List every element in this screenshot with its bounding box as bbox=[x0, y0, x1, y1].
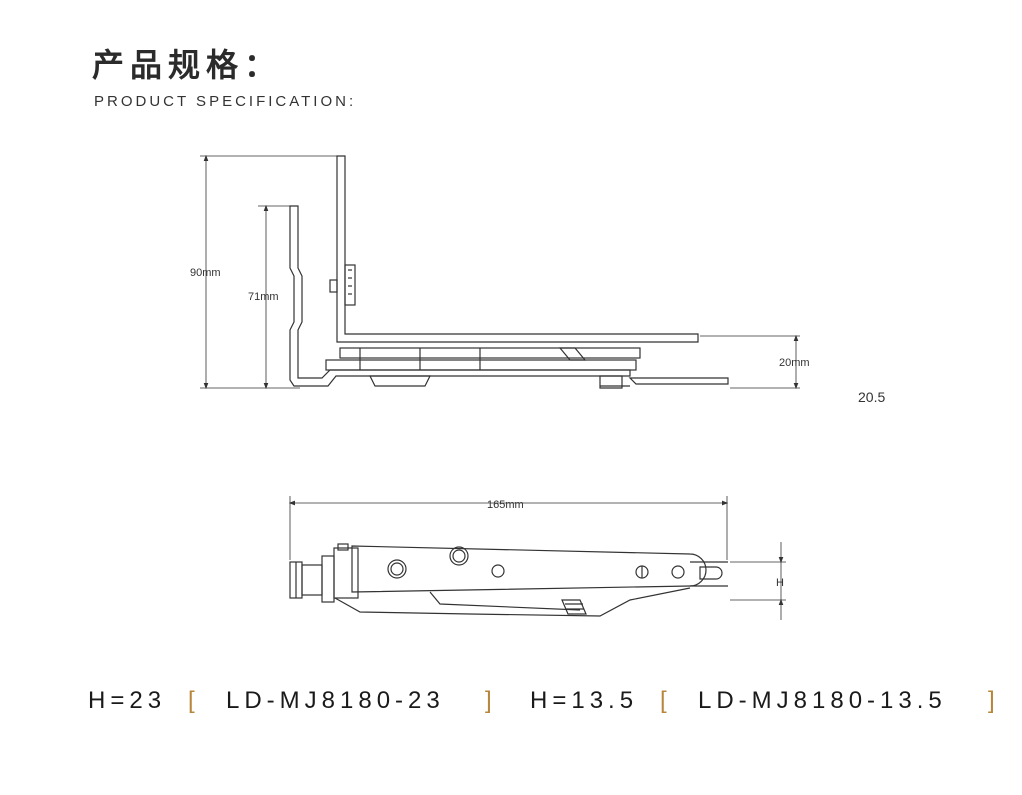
model-2-h-label: H=13.5 bbox=[530, 687, 639, 714]
side-view-drawing bbox=[200, 154, 800, 390]
page-subtitle: PRODUCT SPECIFICATION: bbox=[94, 93, 357, 110]
dim-h-label: H bbox=[776, 577, 784, 589]
model-2-close-bracket: ] bbox=[988, 687, 1000, 714]
model-1-h-label: H=23 bbox=[88, 687, 167, 714]
model-1-close-bracket: ] bbox=[485, 687, 497, 714]
page-title: 产品规格： bbox=[92, 46, 283, 84]
model-2-code: LD-MJ8180-13.5 bbox=[698, 687, 947, 714]
model-list: H=23 [ LD-MJ8180-23 ] H=13.5 [ LD-MJ8180… bbox=[88, 687, 1018, 723]
model-2-open-bracket: [ bbox=[660, 687, 672, 714]
dim-base-height-label: 20mm bbox=[779, 357, 810, 369]
model-1-code: LD-MJ8180-23 bbox=[226, 687, 445, 714]
dim-inner-height-label: 71mm bbox=[248, 291, 279, 303]
model-1-open-bracket: [ bbox=[188, 687, 200, 714]
dim-total-height-label: 90mm bbox=[190, 267, 221, 279]
extra-value-label: 20.5 bbox=[858, 389, 885, 405]
top-view-drawing bbox=[288, 496, 786, 620]
dim-length-label: 165mm bbox=[487, 499, 524, 511]
